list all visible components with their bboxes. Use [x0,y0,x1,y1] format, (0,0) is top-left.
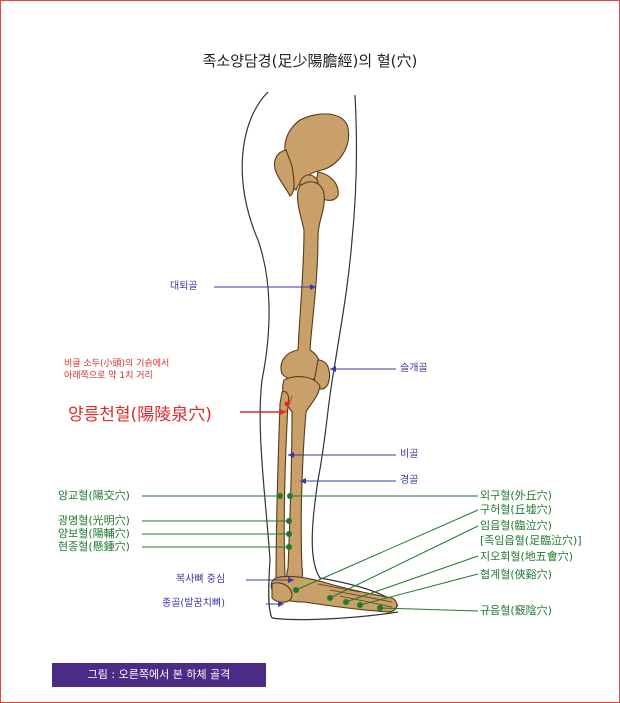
figure-caption: 그림 : 오른쪽에서 본 하체 골격 [52,663,266,687]
metatarsal-label: 종골(발꿈치뼈) [162,598,226,609]
sacrum-bone [273,149,295,197]
femur-label: 대퇴골 [170,281,198,292]
toe-lines [317,583,393,608]
acupoint-hyeonjong [286,544,292,550]
acupoint-guheo [293,587,299,593]
acupoint-gyueum [377,605,383,611]
leader-arrowheads [278,284,336,607]
fibula-label: 비골 [400,449,419,460]
body-outline [241,91,399,621]
note-line-2: 아래쪽으로 약 1치 거리 [64,371,153,381]
point-label-jok-imeup: [족임읍혈(足臨泣穴)] [480,534,582,547]
acupoint-imeup [327,595,333,601]
acupoint-yangbo [286,531,292,537]
figure-title: 족소양담경(足少陽膽經)의 혈(穴) [202,52,418,70]
tibia-label: 경골 [400,475,419,486]
acupoint-hyeopgye [357,602,363,608]
point-label-guheo: 구허혈(丘墟穴) [480,503,552,516]
point-label-yangbo: 양보혈(陽輔穴) [58,527,130,540]
point-label-imeup: 임읍혈(臨泣穴) [480,519,552,532]
main-point-arrowhead [280,409,286,415]
heel-bone [271,582,293,603]
acupoint-gwangmyeong [286,518,292,524]
fibula-bone [275,391,290,587]
point-label-gyueum: 규음혈(竅陰穴) [480,604,552,617]
point-label-hyeopgye: 협계혈(俠谿穴) [480,568,552,581]
main-point-tick [285,395,293,413]
acupoint-dots [277,493,383,611]
acupoint-jiohoe [343,599,349,605]
point-label-hyeonjong: 현종혈(懸鍾穴) [58,540,130,553]
bone-leader-lines [214,286,396,605]
point-label-yanggyo: 양교혈(陽交穴) [58,489,130,502]
note-line-1: 비골 소두(小頭)의 기슭에서 [64,359,170,369]
point-label-oegu: 외구혈(外丘穴) [480,489,552,502]
acupoint-oegu [287,493,293,499]
acupoint-yanggyo [277,493,283,499]
left-point-leaders [142,495,288,548]
navicular-label: 복사뼈 중심 [176,574,226,585]
patella-label: 슬개골 [400,363,428,374]
bones [270,113,398,613]
main-acupoint-dot [284,401,290,407]
femur-bone [280,181,325,383]
point-label-gwangmyeong: 광명혈(光明穴) [58,514,130,527]
main-point-label: 양릉천혈(陽陵泉穴) [68,405,212,425]
point-label-jiohoe: 지오회혈(地五會穴) [480,550,574,563]
right-point-leaders [290,495,479,612]
